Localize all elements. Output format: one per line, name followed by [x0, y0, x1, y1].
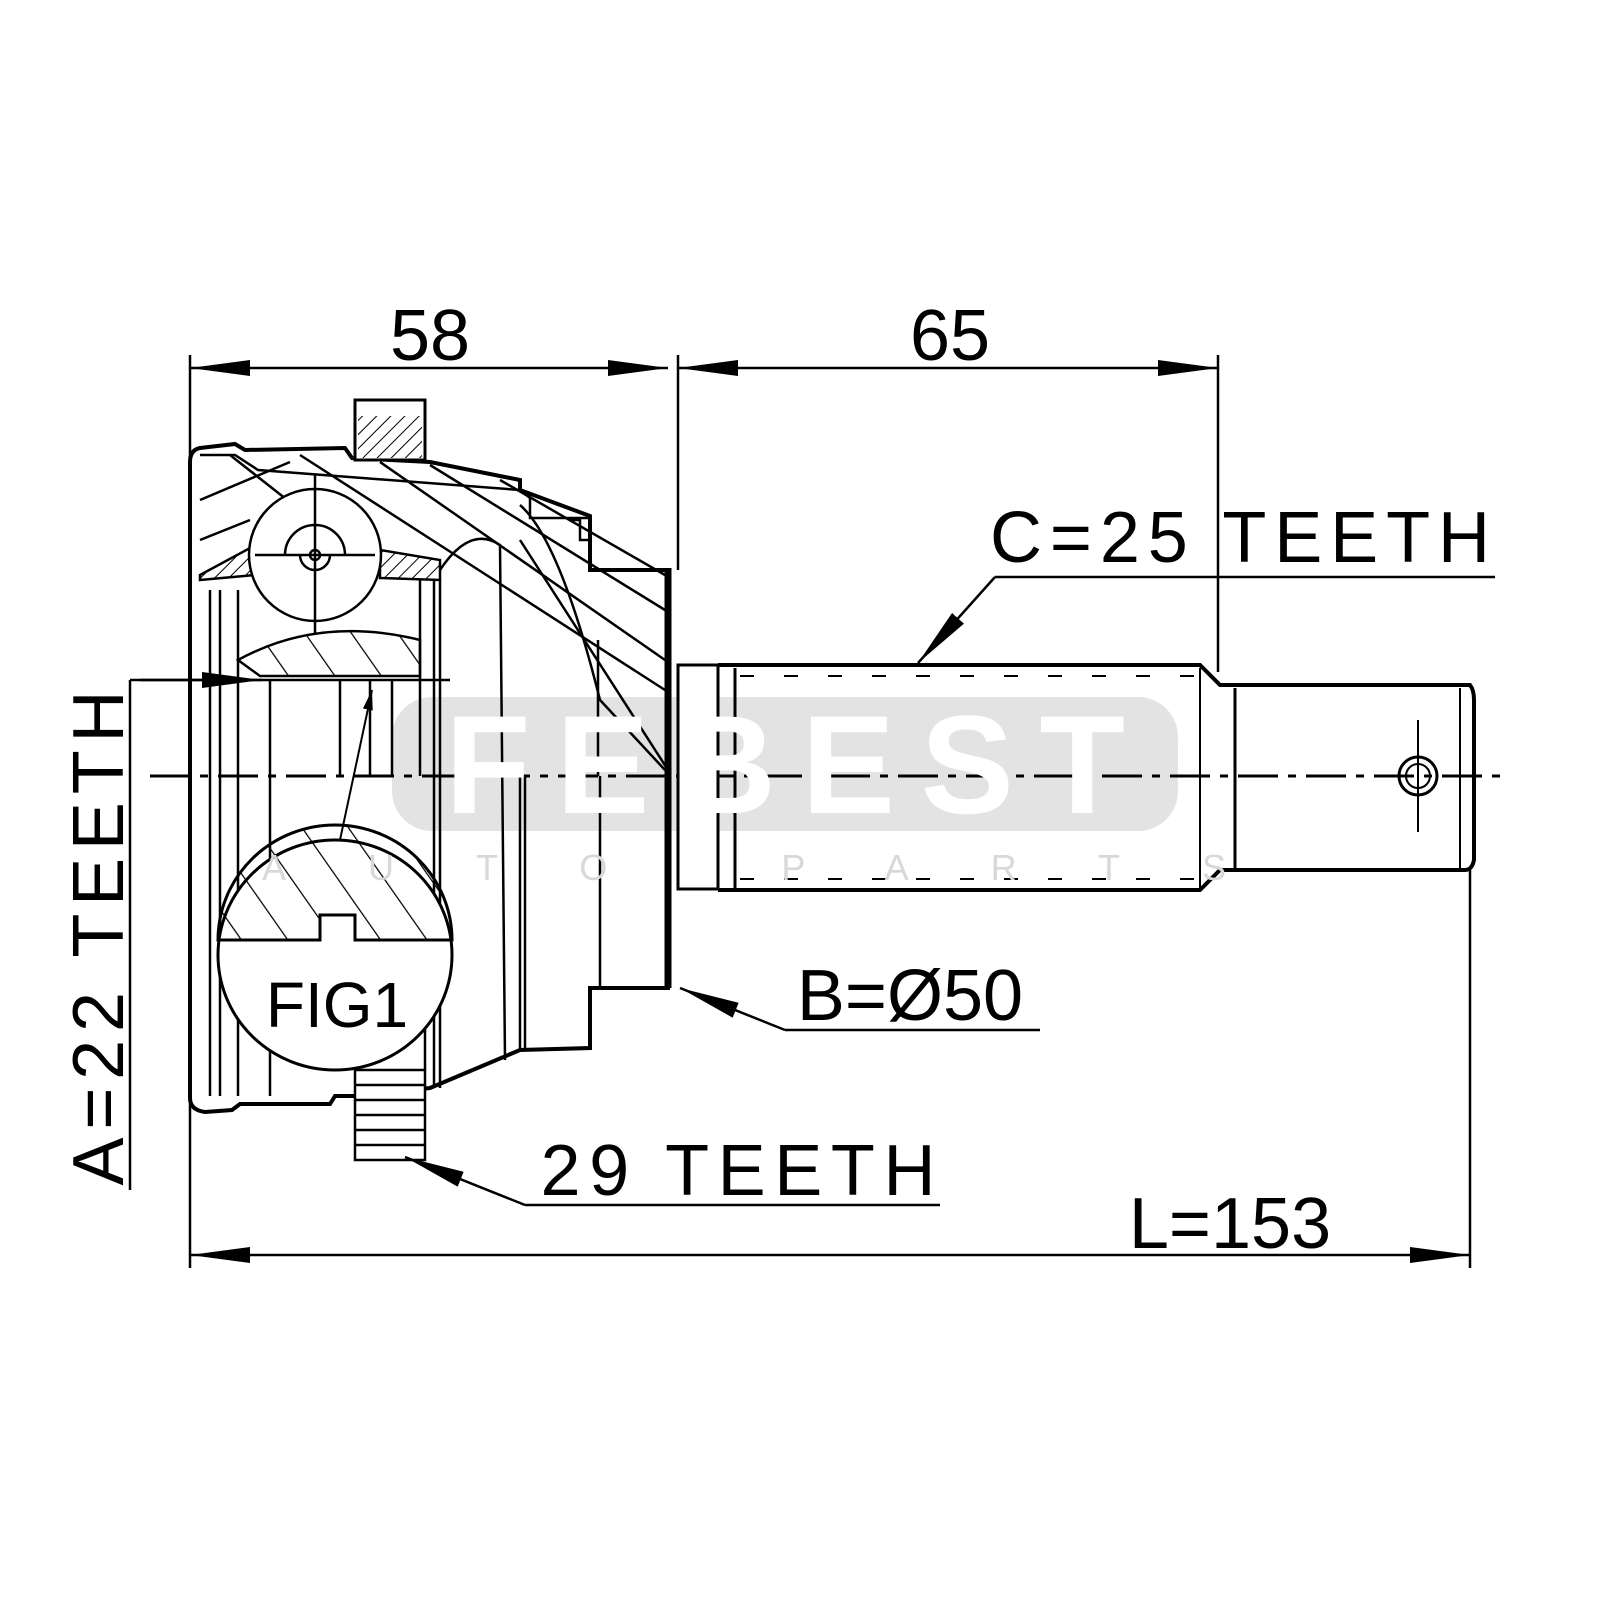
- dimension-lines: [128, 355, 1495, 1268]
- abs-ring-bottom: [353, 900, 427, 1162]
- cage-right: [378, 548, 442, 582]
- dim-65-label: 65: [910, 296, 990, 376]
- c-teeth-label: C=25 TEETH: [990, 498, 1490, 578]
- overall-length-label: L=153: [1129, 1184, 1331, 1264]
- dim-58-label: 58: [390, 296, 470, 376]
- cage-left: [198, 546, 257, 582]
- b-diameter-label: B=Ø50: [797, 956, 1023, 1036]
- a-teeth-label: A=22 TEETH: [59, 691, 139, 1186]
- fig1-label: FIG1: [266, 969, 408, 1041]
- abs-ring-top: [353, 398, 427, 462]
- shaft: [676, 663, 1476, 892]
- abs-teeth-label: 29 TEETH: [541, 1131, 936, 1211]
- fig1-detail: FIG1: [216, 689, 454, 1072]
- housing-sections: [130, 453, 670, 1096]
- inner-race: [235, 629, 422, 678]
- watermark-panel: [392, 697, 1178, 831]
- ball-bearing: [247, 475, 383, 635]
- watermark-tagline: AUTO PARTS: [262, 847, 1308, 888]
